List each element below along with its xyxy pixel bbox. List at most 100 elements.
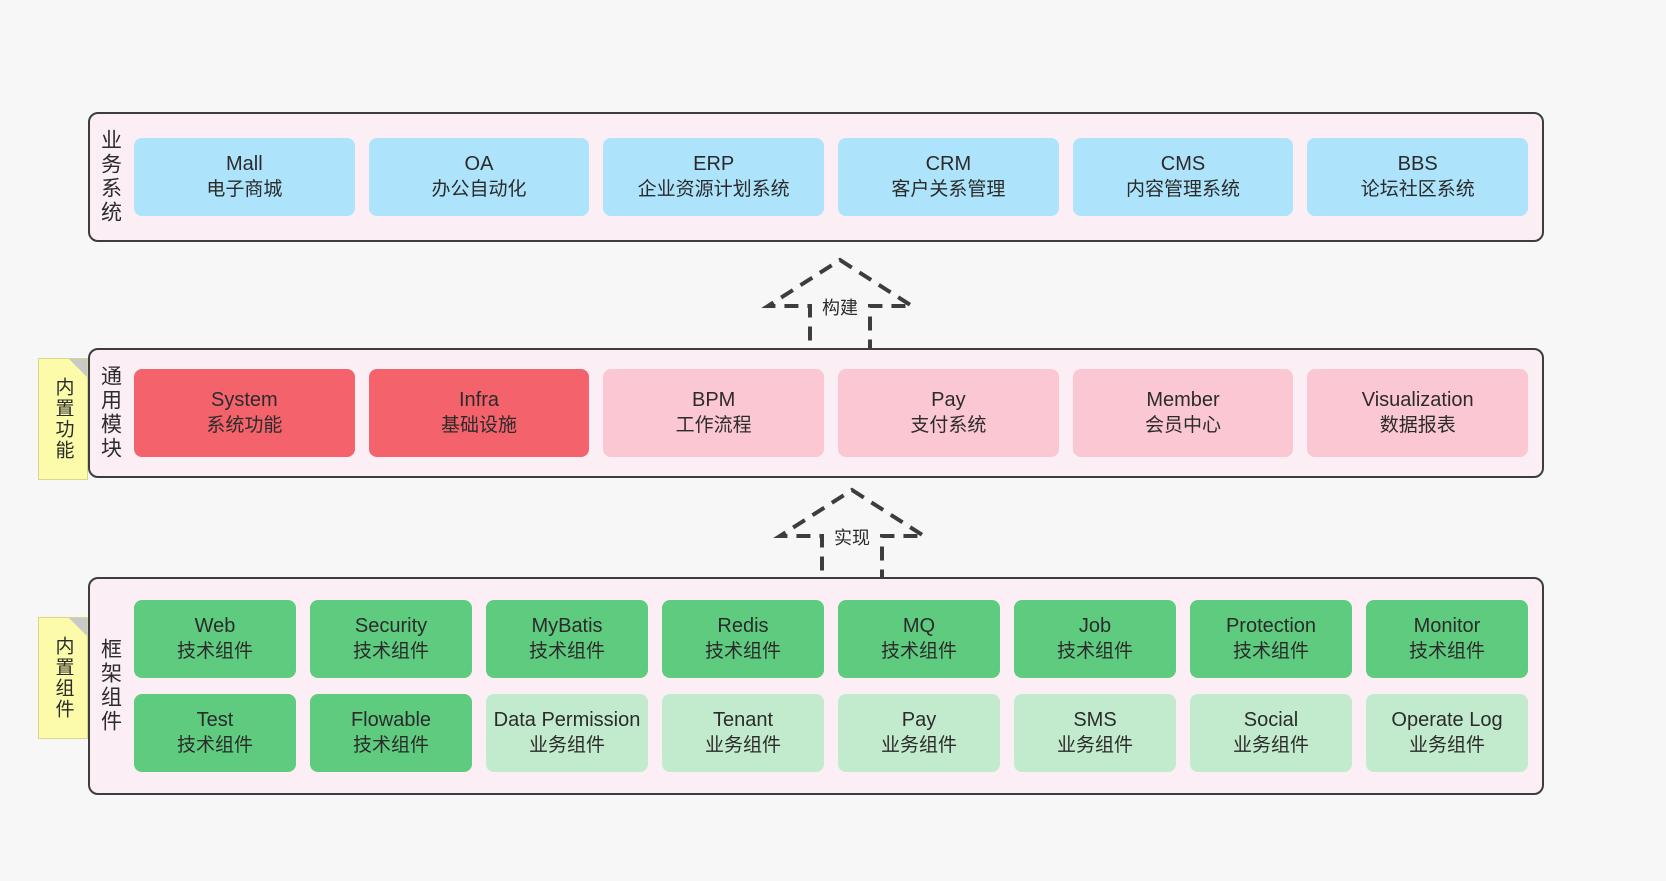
box-desc: 论坛社区系统 <box>1360 178 1475 200</box>
box-desc: 办公自动化 <box>431 178 527 200</box>
box-desc: 业务组件 <box>704 734 781 756</box>
common-modules-layer: 通用模块 System 系统功能 Infra 基础设施 BPM 工作流程 Pay… <box>88 348 1544 478</box>
box-name: BPM <box>692 389 736 412</box>
framework-box-pay[interactable]: Pay 业务组件 <box>838 694 1000 772</box>
connector-build-arrow: 构建 <box>760 257 920 358</box>
business-systems-layer: 业务系统 Mall 电子商城 OA 办公自动化 ERP 企业资源计划系统 CRM… <box>88 112 1544 242</box>
framework-box-flowable[interactable]: Flowable 技术组件 <box>310 694 472 772</box>
connector-implement-label: 实现 <box>834 528 870 548</box>
box-desc: 工作流程 <box>675 414 752 436</box>
framework-box-sms[interactable]: SMS 业务组件 <box>1014 694 1176 772</box>
module-box-infra[interactable]: Infra 基础设施 <box>368 369 590 457</box>
box-desc: 业务组件 <box>880 734 957 756</box>
module-box-pay[interactable]: Pay 支付系统 <box>838 369 1059 457</box>
note-label: 内置组件 <box>52 636 74 720</box>
box-desc: 技术组件 <box>352 734 429 756</box>
framework-layer-body: Web 技术组件 Security 技术组件 MyBatis 技术组件 Redi… <box>130 579 1542 793</box>
framework-box-web[interactable]: Web 技术组件 <box>134 600 296 678</box>
box-name: Pay <box>931 389 966 412</box>
modules-layer-body: System 系统功能 Infra 基础设施 BPM 工作流程 Pay 支付系统… <box>130 350 1542 476</box>
box-desc: 内容管理系统 <box>1126 178 1241 200</box>
box-name: MQ <box>902 615 936 638</box>
box-desc: 电子商城 <box>206 178 283 200</box>
framework-box-job[interactable]: Job 技术组件 <box>1014 600 1176 678</box>
box-name: Flowable <box>350 709 432 732</box>
box-desc: 数据报表 <box>1379 414 1456 436</box>
box-desc: 企业资源计划系统 <box>637 178 790 200</box>
box-name: Protection <box>1225 615 1317 638</box>
framework-box-test[interactable]: Test 技术组件 <box>134 694 296 772</box>
box-desc: 业务组件 <box>1408 734 1485 756</box>
box-name: Monitor <box>1413 615 1481 638</box>
box-desc: 支付系统 <box>910 414 987 436</box>
module-box-system[interactable]: System 系统功能 <box>134 369 355 457</box>
framework-box-data-permission[interactable]: Data Permission 业务组件 <box>486 694 648 772</box>
business-box-mall[interactable]: Mall 电子商城 <box>134 138 355 216</box>
business-layer-body: Mall 电子商城 OA 办公自动化 ERP 企业资源计划系统 CRM 客户关系… <box>130 114 1542 240</box>
box-name: BBS <box>1397 153 1438 176</box>
framework-box-redis[interactable]: Redis 技术组件 <box>662 600 824 678</box>
box-desc: 客户关系管理 <box>891 178 1006 200</box>
box-name: Social <box>1243 709 1299 732</box>
box-name: Infra <box>458 389 500 412</box>
box-name: SMS <box>1073 709 1117 732</box>
box-desc: 技术组件 <box>880 640 957 662</box>
box-name: OA <box>464 153 494 176</box>
box-name: CRM <box>925 153 972 176</box>
box-name: Pay <box>901 709 937 732</box>
framework-box-operate-log[interactable]: Operate Log 业务组件 <box>1366 694 1528 772</box>
modules-layer-title: 通用模块 <box>98 365 122 461</box>
box-name: System <box>210 389 278 412</box>
framework-box-security[interactable]: Security 技术组件 <box>310 600 472 678</box>
framework-box-monitor[interactable]: Monitor 技术组件 <box>1366 600 1528 678</box>
note-builtin-functions: 内置功能 <box>38 358 88 480</box>
framework-box-social[interactable]: Social 业务组件 <box>1190 694 1352 772</box>
business-box-oa[interactable]: OA 办公自动化 <box>368 138 590 216</box>
business-box-bbs[interactable]: BBS 论坛社区系统 <box>1307 138 1529 216</box>
box-name: Mall <box>226 153 263 176</box>
box-name: Tenant <box>712 709 774 732</box>
framework-box-protection[interactable]: Protection 技术组件 <box>1190 600 1352 678</box>
framework-box-mq[interactable]: MQ 技术组件 <box>838 600 1000 678</box>
framework-components-layer: 框架组件 Web 技术组件 Security 技术组件 MyBatis 技术组件… <box>88 577 1544 795</box>
business-layer-title: 业务系统 <box>98 129 122 225</box>
box-name: Data Permission <box>493 709 641 732</box>
box-desc: 系统功能 <box>206 414 283 436</box>
box-name: Job <box>1078 615 1112 638</box>
module-box-bpm[interactable]: BPM 工作流程 <box>603 369 825 457</box>
framework-box-mybatis[interactable]: MyBatis 技术组件 <box>486 600 648 678</box>
box-desc: 技术组件 <box>176 734 253 756</box>
box-name: ERP <box>693 153 735 176</box>
box-desc: 技术组件 <box>176 640 253 662</box>
connector-implement-arrow: 实现 <box>772 487 932 588</box>
box-desc: 业务组件 <box>528 734 605 756</box>
note-builtin-components: 内置组件 <box>38 617 88 739</box>
box-name: Web <box>194 615 236 638</box>
module-box-visualization[interactable]: Visualization 数据报表 <box>1307 369 1529 457</box>
framework-row-business: Test 技术组件 Flowable 技术组件 Data Permission … <box>134 694 1528 772</box>
business-box-cms[interactable]: CMS 内容管理系统 <box>1072 138 1294 216</box>
box-desc: 技术组件 <box>528 640 605 662</box>
box-name: Redis <box>717 615 769 638</box>
module-box-member[interactable]: Member 会员中心 <box>1072 369 1294 457</box>
framework-box-tenant[interactable]: Tenant 业务组件 <box>662 694 824 772</box>
box-desc: 技术组件 <box>352 640 429 662</box>
framework-row-tech: Web 技术组件 Security 技术组件 MyBatis 技术组件 Redi… <box>134 600 1528 678</box>
box-desc: 业务组件 <box>1056 734 1133 756</box>
box-desc: 基础设施 <box>441 414 518 436</box>
box-desc: 技术组件 <box>1232 640 1309 662</box>
box-name: Member <box>1146 389 1220 412</box>
box-desc: 技术组件 <box>1056 640 1133 662</box>
framework-layer-title: 框架组件 <box>98 638 122 734</box>
box-desc: 技术组件 <box>1408 640 1485 662</box>
box-name: Visualization <box>1361 389 1474 412</box>
box-name: Security <box>354 615 428 638</box>
business-box-erp[interactable]: ERP 企业资源计划系统 <box>603 138 825 216</box>
box-name: MyBatis <box>531 615 603 638</box>
box-desc: 技术组件 <box>704 640 781 662</box>
box-name: Test <box>196 709 234 732</box>
box-name: CMS <box>1160 153 1206 176</box>
business-box-crm[interactable]: CRM 客户关系管理 <box>838 138 1059 216</box>
box-desc: 业务组件 <box>1232 734 1309 756</box>
note-label: 内置功能 <box>52 377 74 461</box>
